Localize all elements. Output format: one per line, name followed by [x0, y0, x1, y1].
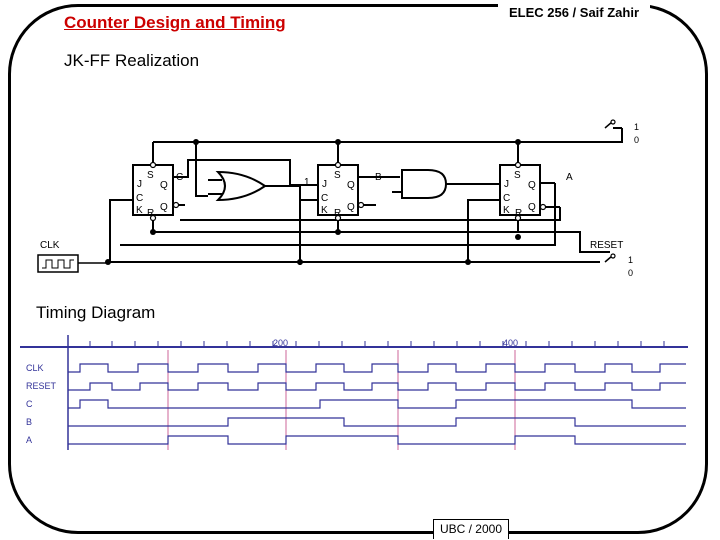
or-gate [215, 170, 267, 202]
bubble [514, 161, 522, 169]
wire-clk-ff1 [109, 199, 133, 262]
ff1-q-label: Q [160, 180, 168, 191]
wire-or-out [265, 185, 301, 265]
ff2-r-label: R [334, 208, 341, 219]
junction-dot [335, 139, 341, 145]
section-title-timing: Timing Diagram [36, 303, 156, 322]
ff3-j-label: J [504, 179, 509, 190]
clk-label: CLK [40, 240, 60, 251]
junction-dot [335, 229, 341, 235]
ff3-qn-label: Q [528, 202, 536, 213]
bubble [357, 201, 365, 209]
waveform-c [68, 399, 686, 409]
wire-top-bus [153, 128, 623, 143]
waveform-a [68, 435, 686, 445]
ff3-r-label: R [515, 208, 522, 219]
bubble [334, 161, 342, 169]
wire-feedback-b [120, 183, 556, 246]
waveform-reset [68, 382, 686, 391]
footer: UBC / 2000 [433, 519, 509, 539]
section-title-circuit: JK-FF Realization [64, 51, 200, 70]
wire-clk-ff3 [467, 199, 500, 262]
ff2-qn-label: Q [347, 202, 355, 213]
bubble [539, 203, 547, 211]
slide-title: Counter Design and Timing [64, 13, 286, 32]
constant-one-label: 1 [304, 177, 310, 188]
course-header: ELEC 256 / Saif Zahir [498, 2, 650, 24]
switch-contact [610, 119, 616, 125]
ff1-c-label: C [136, 193, 143, 204]
junction-dot [515, 234, 521, 240]
ff1-r-label: R [147, 208, 154, 219]
bubble [149, 214, 157, 222]
junction-dot [105, 259, 111, 265]
ff3-k-label: K [503, 205, 510, 216]
ff2-output-label: B [375, 172, 382, 183]
tick-label-200: 200 [273, 338, 288, 348]
switch-bottom-one: 1 [628, 255, 633, 265]
ff1-output-label: C [176, 172, 183, 183]
ff2-c-label: C [321, 193, 328, 204]
waveform-clk [68, 363, 686, 373]
signal-label-a: A [26, 435, 32, 445]
signal-label-reset: RESET [26, 381, 57, 391]
junction-dot [297, 259, 303, 265]
bubble [514, 214, 522, 222]
junction-dot [150, 229, 156, 235]
wire-feedback-a [180, 207, 561, 221]
signal-label-b: B [26, 417, 32, 427]
tick-label-400: 400 [503, 338, 518, 348]
ff3-s-label: S [514, 170, 521, 181]
signal-label-c: C [26, 399, 33, 409]
ff2-j-label: J [322, 179, 327, 190]
ff1-s-label: S [147, 170, 154, 181]
switch-top-zero: 0 [634, 135, 639, 145]
ff2-s-label: S [334, 170, 341, 181]
ff3-c-label: C [503, 193, 510, 204]
ff1-k-label: K [136, 205, 143, 216]
ff1-j-label: J [137, 179, 142, 190]
bubble [172, 201, 180, 209]
junction-dot [465, 259, 471, 265]
bubble [334, 214, 342, 222]
junction-dot [193, 139, 199, 145]
ff3-q-label: Q [528, 180, 536, 191]
junction-dot [515, 139, 521, 145]
clock-waveform-icon [42, 259, 74, 269]
bubble [149, 161, 157, 169]
switch-bottom-zero: 0 [628, 268, 633, 278]
ff2-k-label: K [321, 205, 328, 216]
ff3-output-label: A [566, 172, 573, 183]
switch-top-one: 1 [634, 122, 639, 132]
reset-label: RESET [590, 240, 623, 251]
switch-contact [610, 253, 616, 259]
wire-reset-bus [152, 215, 610, 253]
ff2-q-label: Q [347, 180, 355, 191]
waveform-b [68, 417, 686, 427]
slide-frame [8, 4, 708, 534]
ff1-qn-label: Q [160, 202, 168, 213]
signal-label-clk: CLK [26, 363, 44, 373]
